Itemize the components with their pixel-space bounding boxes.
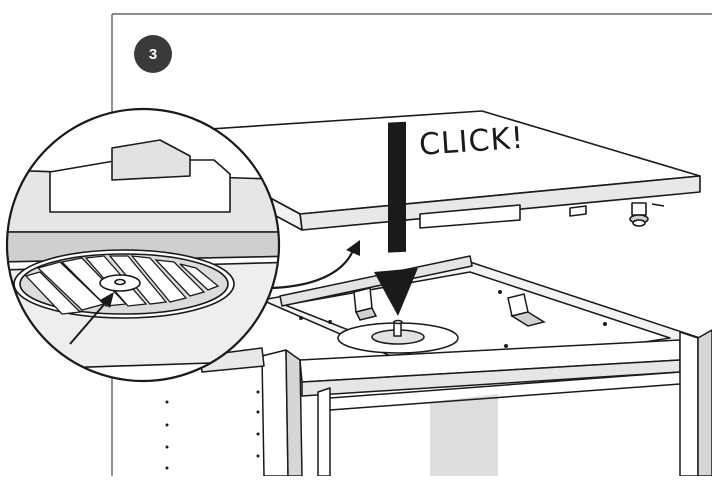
dowel-hole-row [165,390,260,470]
step-number-badge: 3 [134,35,172,73]
cabinet-body [199,255,712,477]
turntable-base [337,287,546,354]
leader-arrow-icon [69,292,114,345]
detail-magnifier [5,107,281,383]
curved-pointer-arrow-icon [271,240,360,290]
click-callout: CLICK! [418,120,526,163]
step-number: 3 [148,45,158,63]
press-down-arrow-icon [374,121,418,316]
